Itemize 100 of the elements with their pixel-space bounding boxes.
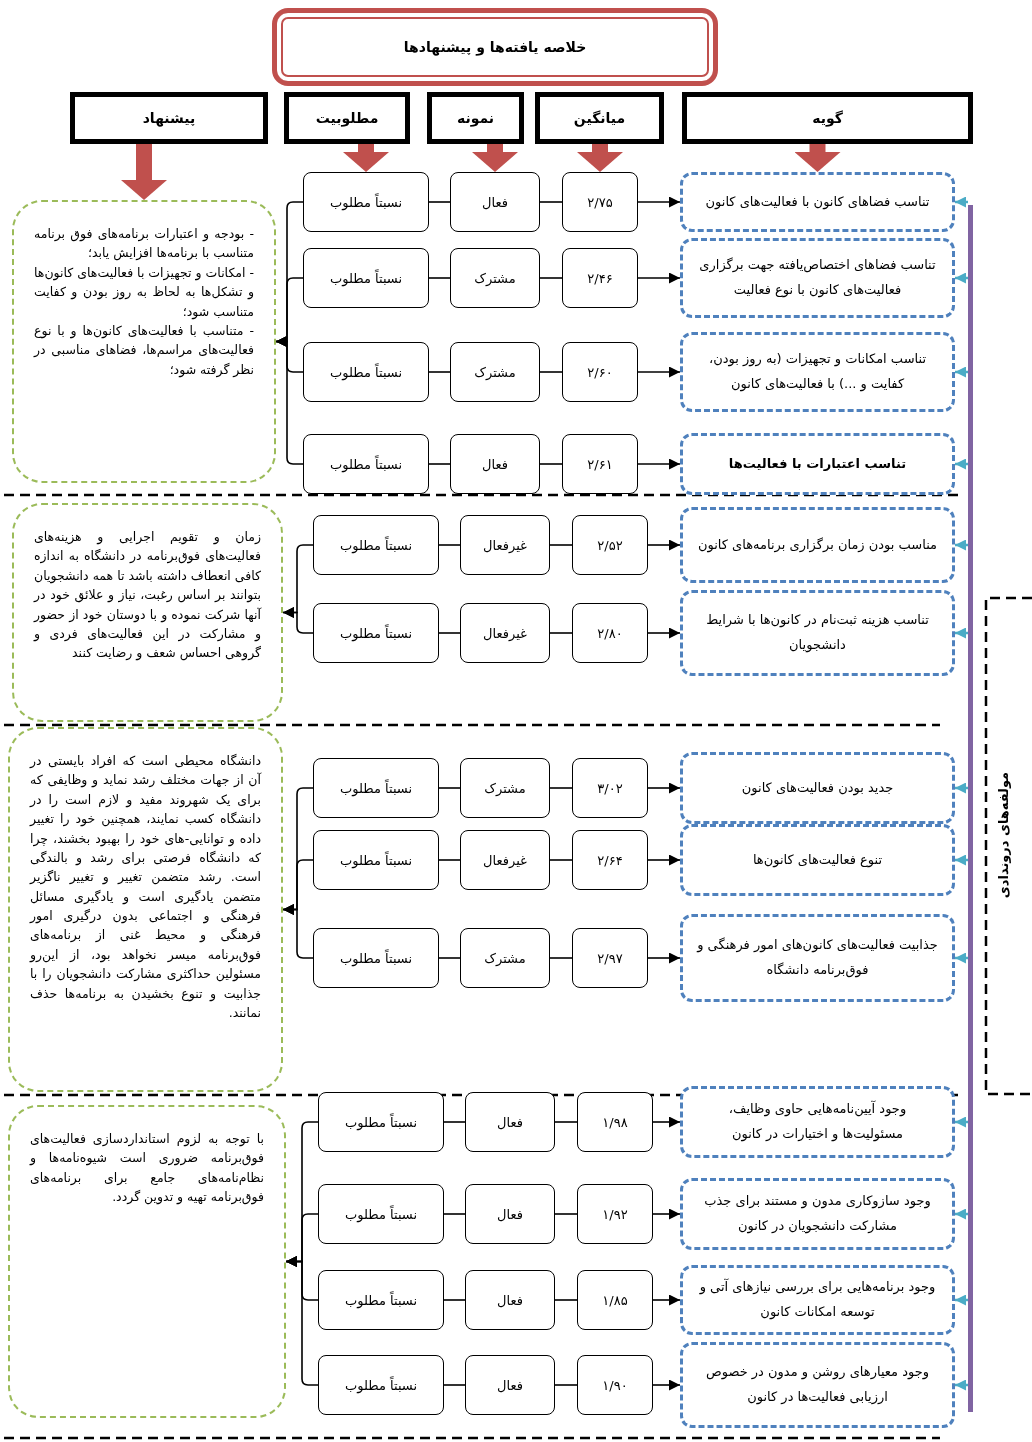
connector-line (549, 787, 573, 789)
sample-box (460, 830, 550, 890)
connector-line (549, 632, 573, 634)
desirability-box (318, 1184, 444, 1244)
arrow (275, 336, 304, 465)
desirability-label: نسبتاً مطلوب (330, 364, 403, 380)
sample-box (465, 1092, 555, 1152)
mean-value: ۱/۹۰ (602, 1377, 628, 1393)
connector-line (549, 957, 573, 959)
mean-box (577, 1092, 653, 1152)
column-header (535, 92, 664, 144)
mean-value: ۱/۹۲ (602, 1206, 628, 1222)
mean-box (562, 248, 638, 308)
suggestion-box (8, 1105, 286, 1418)
item-box (680, 1178, 955, 1250)
mean-value: ۱/۸۵ (602, 1292, 628, 1308)
header-text: پیشنهاد (142, 110, 196, 126)
desirability-label: نسبتاً مطلوب (345, 1114, 418, 1130)
sample-label: فعال (482, 194, 508, 210)
item-text: جدید بودن فعالیت‌های کانون (741, 778, 894, 798)
sample-box (450, 172, 540, 232)
suggestion-text: زمان و تقویم اجرایی و هزینه‌های فعالیت‌های فوق‌برنامه در دانشگاه به اندازه کافی انعطاف داشته باشد تا همه دانشجویان بتوانند بر اساس رغبت، نیاز و علائق خود در آنها شرکت نموده و با دوستان خود از حضور و مشارکت در این فعالیت‌های فردی و گروهی احساس شعف و رضایت کنند (34, 528, 261, 663)
desirability-label: نسبتاً مطلوب (345, 1292, 418, 1308)
sample-label: فعال (497, 1206, 523, 1222)
block-arrow (121, 144, 167, 200)
desirability-label: نسبتاً مطلوب (345, 1206, 418, 1222)
arrow (955, 196, 968, 208)
item-text: وجود برنامه‌هایی برای بررسی نیازهای آتی و توسعه امکانات کانون (698, 1277, 937, 1322)
arrow (955, 1294, 968, 1306)
item-box (680, 332, 955, 412)
item-box (680, 238, 955, 318)
desirability-box (303, 434, 429, 494)
connector-line (443, 1384, 466, 1386)
connector-line (554, 1299, 578, 1301)
arrow (647, 627, 681, 639)
suggestion-text: با توجه به لزوم استانداردسازی فعالیت‌های فوق‌برنامه ضروری است شیوه‌نامه‌ها و نظام‌نامه‌های جامع برای برنامه‌های فوق‌برنامه تهیه و تدوین گردد. (30, 1130, 264, 1207)
arrow (955, 458, 968, 470)
sample-label: مشترک (484, 950, 526, 966)
arrow (652, 1294, 681, 1306)
connector-line (443, 1299, 466, 1301)
block-arrow (472, 144, 518, 172)
block-arrow (343, 144, 389, 172)
sample-box (465, 1184, 555, 1244)
desirability-label: نسبتاً مطلوب (330, 194, 403, 210)
arrow (647, 952, 681, 964)
column-header (427, 92, 524, 144)
sample-label: غیرفعال (483, 537, 527, 553)
item-box (680, 507, 955, 583)
header-text: میانگین (573, 110, 626, 126)
item-text: جذابیت فعالیت‌های کانون‌های امور فرهنگی و فوق‌برنامه دانشگاه (697, 936, 938, 980)
mean-value: ۲/۵۲ (597, 537, 623, 553)
item-box (680, 914, 955, 1002)
desirability-label: نسبتاً مطلوب (340, 950, 413, 966)
arrow (652, 1379, 681, 1391)
arrow (652, 1116, 681, 1128)
sample-box (460, 603, 550, 663)
arrow (955, 854, 968, 866)
item-text: وجود سازوکاری مدون و مستند برای جذب مشارکت دانشجویان در کانون (703, 1192, 932, 1236)
connector-line (554, 1384, 578, 1386)
item-box (680, 590, 955, 676)
arrow (647, 782, 681, 794)
desirability-box (303, 248, 429, 308)
connector-line (438, 957, 461, 959)
sample-label: مشترک (484, 780, 526, 796)
mean-value: ۲/۸۰ (597, 625, 623, 641)
desirability-box (303, 342, 429, 402)
desirability-box (313, 603, 439, 663)
suggestion-box (8, 727, 283, 1092)
mean-box (577, 1270, 653, 1330)
sample-label: غیرفعال (483, 852, 527, 868)
arrow (637, 272, 681, 284)
connector-line (428, 201, 451, 203)
connector-line (443, 1121, 466, 1123)
connector-line (438, 787, 461, 789)
title-text: خلاصه یافته‌ها و پیشنهادها (403, 39, 587, 55)
arrow (637, 196, 681, 208)
column-header (682, 92, 973, 144)
sample-label: غیرفعال (483, 625, 527, 641)
item-text: تناسب فضاهای اختصاص‌یافته جهت برگزاری فعالیت‌های کانون با نوع فعالیت (698, 256, 937, 300)
mean-box (562, 434, 638, 494)
title-box (272, 8, 718, 86)
desirability-label: نسبتاً مطلوب (340, 537, 413, 553)
arrow (955, 782, 968, 794)
desirability-box (318, 1355, 444, 1415)
sample-box (450, 342, 540, 402)
column-header (284, 92, 410, 144)
arrow (282, 607, 314, 634)
mean-box (572, 928, 648, 988)
item-box (680, 1342, 955, 1428)
mean-value: ۲/۶۱ (587, 456, 613, 472)
arrow (955, 1379, 968, 1391)
connector-line (554, 1121, 578, 1123)
desirability-label: نسبتاً مطلوب (345, 1377, 418, 1393)
connector-line (539, 201, 563, 203)
arrow (955, 1208, 968, 1220)
category-label: مولفه‌های دروندادی (995, 771, 1010, 899)
mean-value: ۲/۹۷ (597, 950, 623, 966)
sample-label: فعال (497, 1292, 523, 1308)
suggestion-box (12, 200, 276, 483)
desirability-label: نسبتاً مطلوب (340, 852, 413, 868)
